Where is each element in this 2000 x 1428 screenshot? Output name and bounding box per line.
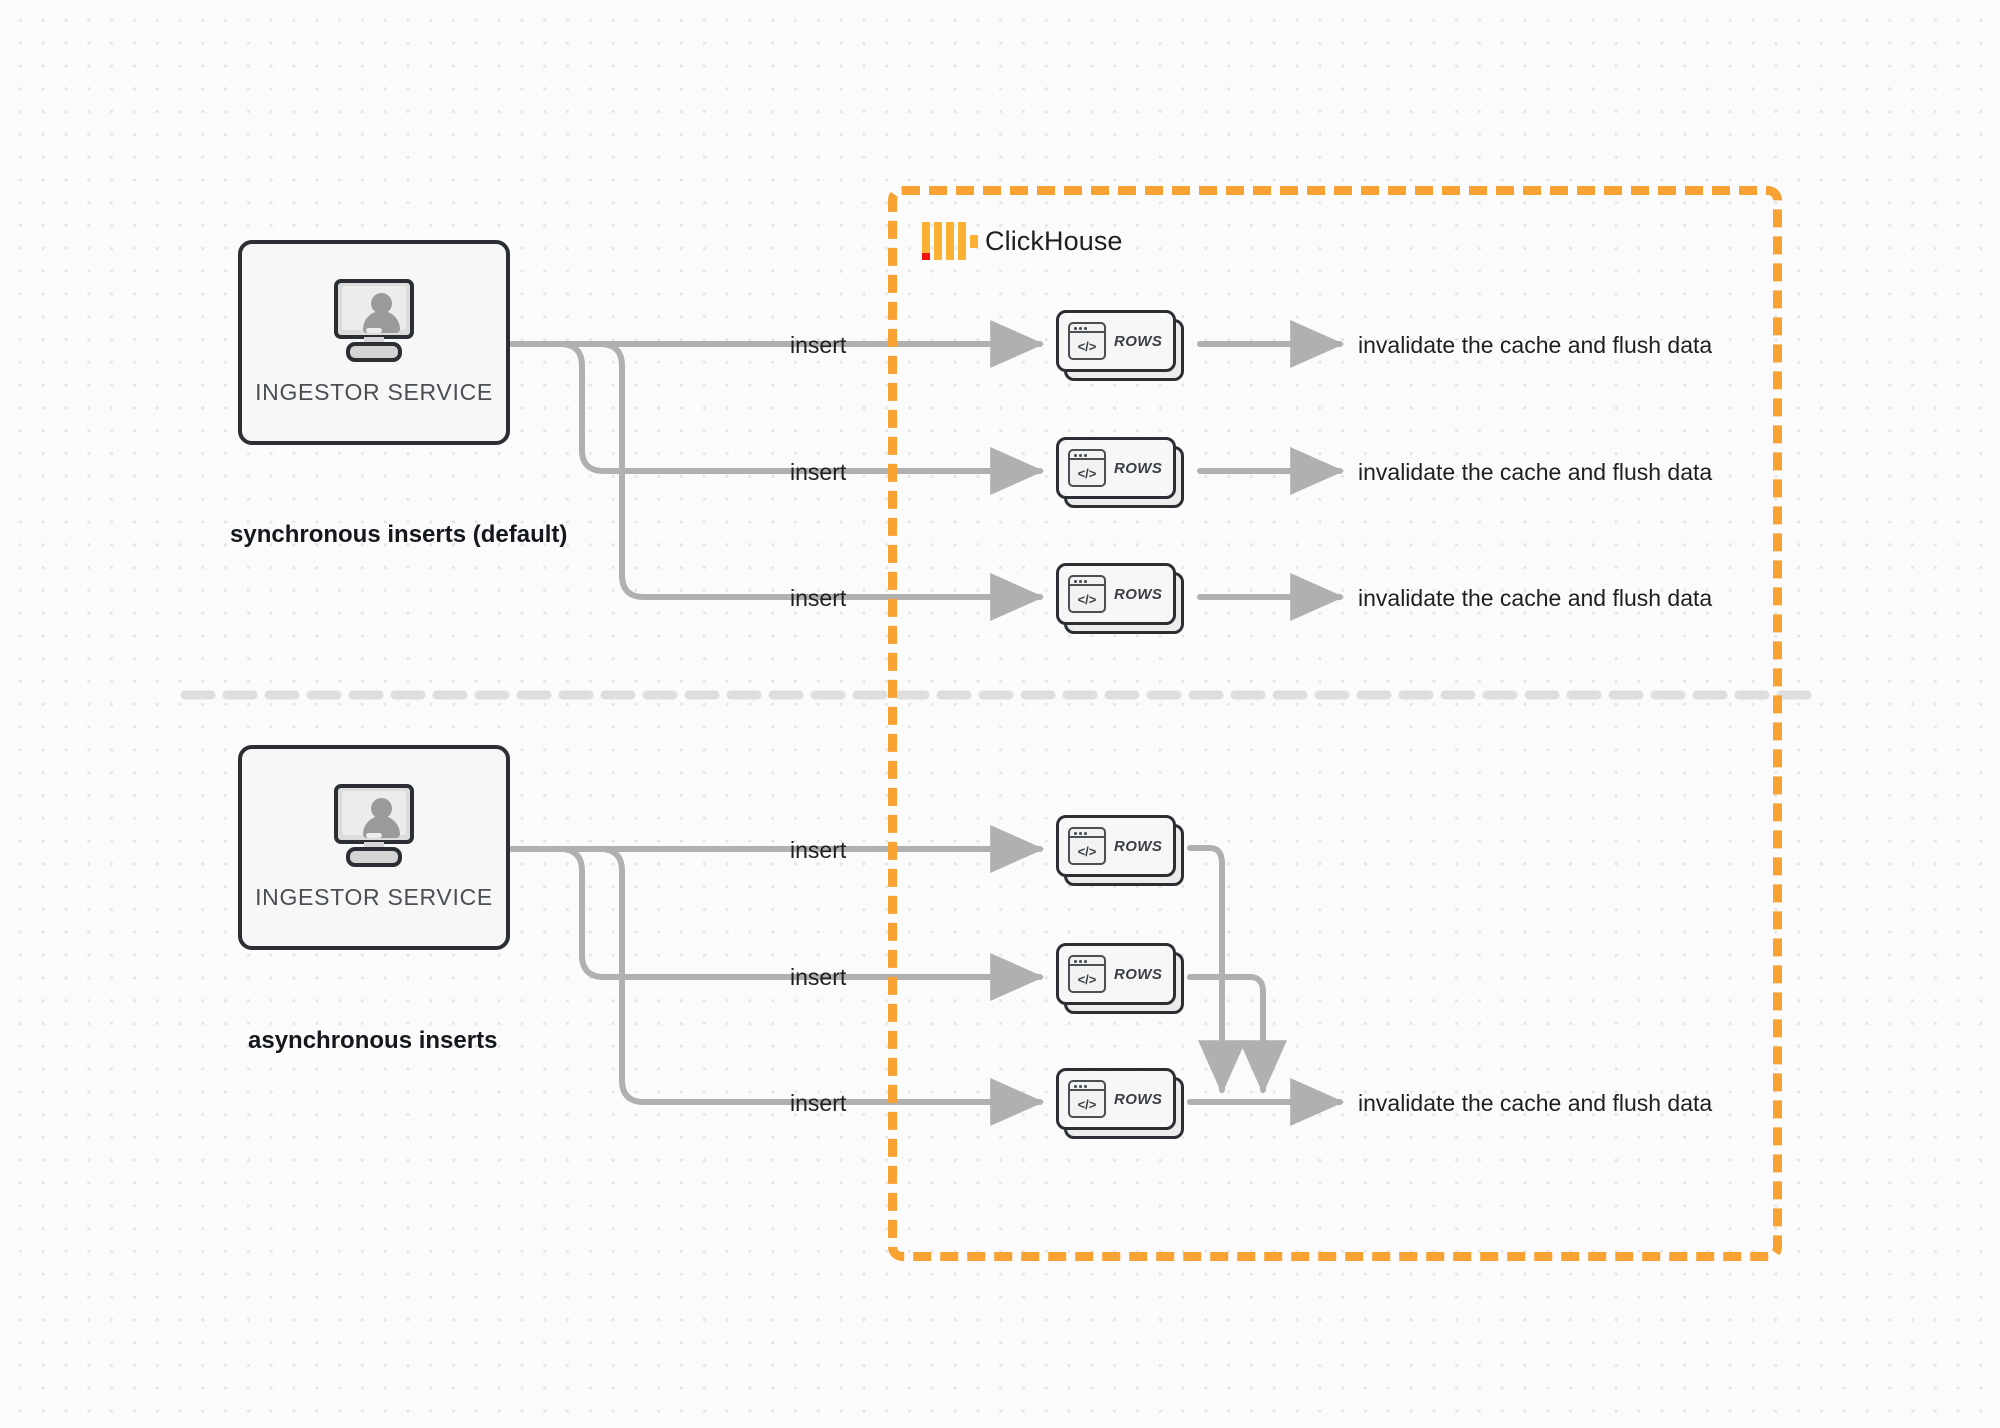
- rows-label: ROWS: [1114, 965, 1163, 983]
- insert-label-sync-1: insert: [790, 332, 847, 358]
- clickhouse-logo-icon: [922, 222, 978, 260]
- ingestor-service-label: INGESTOR SERVICE: [255, 379, 493, 405]
- rows-label: ROWS: [1114, 837, 1163, 855]
- async-merge-from-row-2: [1187, 974, 1287, 1095]
- rows-card-async-2[interactable]: </> ROWS: [1056, 943, 1184, 1014]
- code-window-icon: </>: [1068, 575, 1106, 613]
- monitor-user-icon: [328, 784, 420, 868]
- flush-label-sync-2: invalidate the cache and flush data: [1358, 459, 1713, 485]
- ingestor-service-async[interactable]: INGESTOR SERVICE: [238, 745, 510, 950]
- section-caption-sync: synchronous inserts (default): [230, 521, 568, 548]
- clickhouse-boundary: [888, 186, 1782, 1261]
- code-window-icon: </>: [1068, 827, 1106, 865]
- code-window-icon: </>: [1068, 449, 1106, 487]
- rows-card-sync-3[interactable]: </> ROWS: [1056, 563, 1184, 634]
- code-window-icon: </>: [1068, 322, 1106, 360]
- insert-label-async-1: insert: [790, 837, 847, 863]
- ingestor-service-sync[interactable]: INGESTOR SERVICE: [238, 240, 510, 445]
- insert-label-sync-3: insert: [790, 585, 847, 611]
- async-merge-from-row-1: [1187, 845, 1246, 1095]
- code-window-icon: </>: [1068, 1080, 1106, 1118]
- rows-label: ROWS: [1114, 1090, 1163, 1108]
- flush-label-async-merged: invalidate the cache and flush data: [1358, 1090, 1713, 1116]
- insert-label-sync-2: insert: [790, 459, 847, 485]
- insert-label-async-3: insert: [790, 1090, 847, 1116]
- rows-label: ROWS: [1114, 332, 1163, 350]
- flush-label-sync-3: invalidate the cache and flush data: [1358, 585, 1713, 611]
- rows-label: ROWS: [1114, 585, 1163, 603]
- rows-card-sync-2[interactable]: </> ROWS: [1056, 437, 1184, 508]
- sync-branch-row3: [509, 341, 1013, 600]
- clickhouse-label: ClickHouse: [985, 225, 1123, 256]
- flush-label-sync-1: invalidate the cache and flush data: [1358, 332, 1713, 358]
- rows-label: ROWS: [1114, 459, 1163, 477]
- code-window-icon: </>: [1068, 955, 1106, 993]
- async-branch-row3: [509, 846, 1013, 1105]
- rows-card-sync-1[interactable]: </> ROWS: [1056, 310, 1184, 381]
- monitor-user-icon: [328, 279, 420, 363]
- ingestor-service-label: INGESTOR SERVICE: [255, 884, 493, 910]
- section-caption-async: asynchronous inserts: [248, 1027, 498, 1054]
- insert-label-async-2: insert: [790, 964, 847, 990]
- rows-card-async-3[interactable]: </> ROWS: [1056, 1068, 1184, 1139]
- clickhouse-brand: ClickHouse: [922, 222, 1123, 260]
- rows-card-async-1[interactable]: </> ROWS: [1056, 815, 1184, 886]
